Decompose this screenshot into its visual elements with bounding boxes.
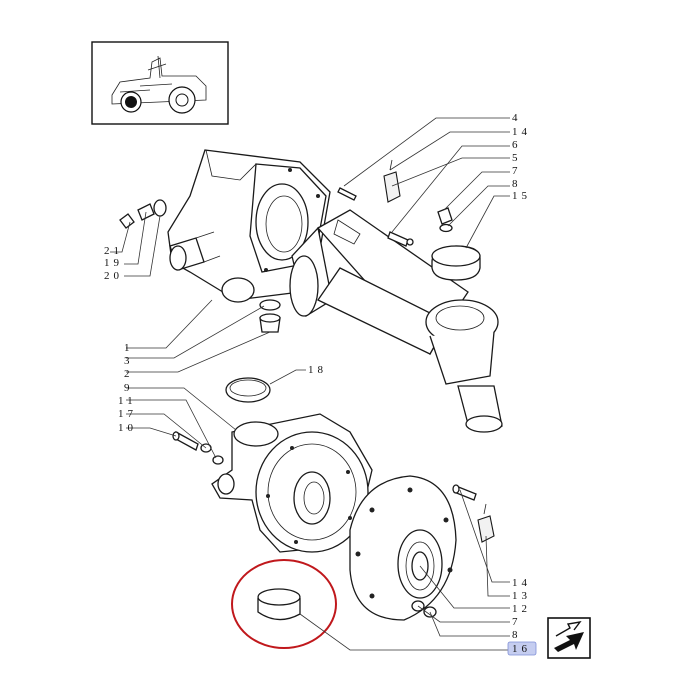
callout-17: 17 [118, 408, 137, 420]
callout-13: 13 [512, 590, 531, 602]
callout-14-top: 14 [512, 126, 531, 138]
callout-labels: 4 14 6 5 7 8 15 21 19 20 1 3 2 18 9 11 1… [104, 112, 537, 656]
callout-9: 9 [124, 382, 134, 394]
tractor-thumbnail-icon[interactable] [91, 41, 229, 125]
callout-7-top: 7 [512, 165, 522, 177]
callout-6: 6 [512, 139, 522, 151]
callout-1: 1 [124, 342, 134, 354]
callout-16: 16 [512, 643, 531, 655]
callout-21: 21 [104, 245, 123, 257]
callout-18: 18 [308, 364, 327, 376]
callout-11: 11 [118, 395, 137, 407]
callout-8-bottom: 8 [512, 629, 522, 641]
callout-12: 12 [512, 603, 531, 615]
callout-8-top: 8 [512, 178, 522, 190]
seal-ring-part [225, 377, 271, 403]
next-page-arrow-icon[interactable] [547, 617, 591, 659]
callout-4: 4 [512, 112, 522, 124]
axle-arm-part [289, 209, 503, 433]
final-drive-housing-part [211, 413, 373, 553]
callout-15: 15 [512, 190, 531, 202]
highlight-circle [231, 559, 337, 649]
callout-2: 2 [124, 368, 134, 380]
callout-3: 3 [124, 355, 134, 367]
callout-20: 20 [104, 270, 123, 282]
cover-plate-part [349, 475, 457, 621]
callout-14-bottom: 14 [512, 577, 531, 589]
callout-19: 19 [104, 257, 123, 269]
bolt-and-washer-parts [172, 431, 224, 465]
callout-5: 5 [512, 152, 522, 164]
callout-16-highlight [507, 641, 537, 656]
callout-7-bottom: 7 [512, 616, 522, 628]
leader-lines [110, 117, 510, 651]
small-hardware-parts [119, 159, 481, 333]
highlighted-part-cap[interactable] [231, 559, 337, 649]
callout-10: 10 [118, 422, 137, 434]
